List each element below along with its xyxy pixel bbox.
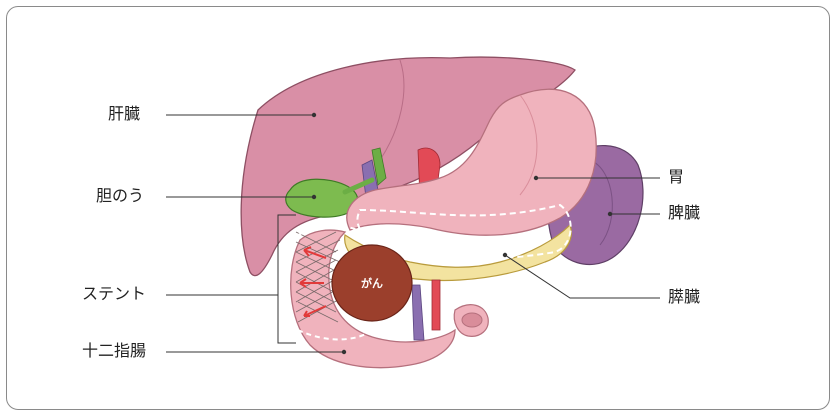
label-stomach: 胃 <box>668 168 684 186</box>
label-stent: ステント <box>82 285 146 303</box>
label-pancreas: 膵臓 <box>668 288 700 306</box>
label-duodenum: 十二指腸 <box>82 342 146 360</box>
tumor-label: がん <box>361 276 383 290</box>
label-liver: 肝臓 <box>108 105 140 123</box>
label-spleen: 脾臓 <box>668 204 700 222</box>
label-gallbladder: 胆のう <box>96 187 144 205</box>
